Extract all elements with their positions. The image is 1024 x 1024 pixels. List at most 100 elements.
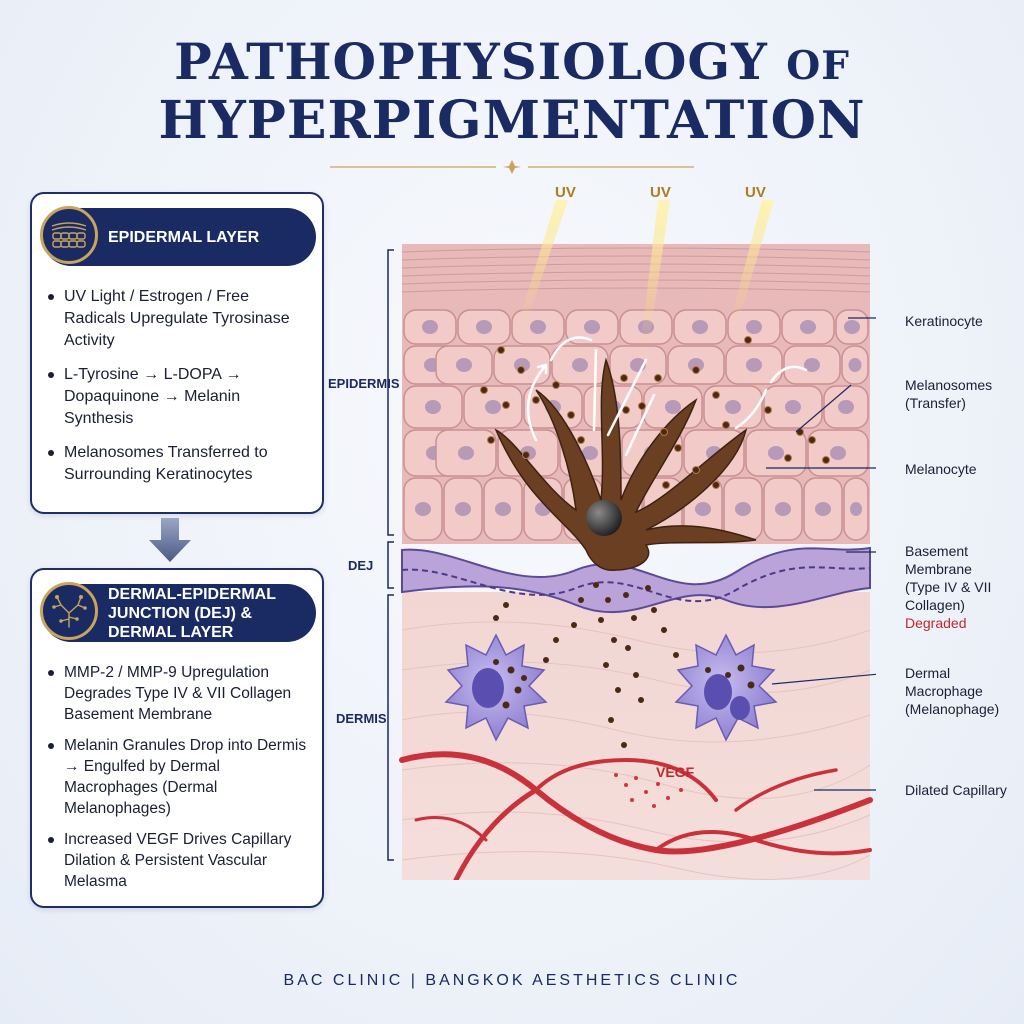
melanosome	[517, 366, 525, 374]
keratinocyte-nucleus	[830, 446, 846, 460]
label-melanosomes-line2: (Transfer)	[905, 395, 966, 411]
label-degraded: Degraded	[905, 615, 967, 631]
dermal-network-icon	[40, 582, 98, 640]
melanosome	[654, 374, 662, 382]
epidermal-bullet-3: Melanosomes Transferred to Surrounding K…	[46, 442, 310, 486]
keratinocyte-nucleus	[725, 400, 741, 414]
epidermal-bullet-2: L-Tyrosine → L-DOPA → Dopaquinone → Mela…	[46, 364, 310, 430]
keratinocyte-nucleus	[850, 502, 862, 516]
keratinocyte-nucleus	[848, 358, 862, 372]
down-arrow-icon	[149, 518, 191, 562]
uv-rays	[516, 200, 774, 350]
dermal-panel-heading: DERMAL-EPIDERMAL JUNCTION (DEJ) & DERMAL…	[108, 585, 276, 641]
label-melanocyte: Melanocyte	[905, 461, 977, 477]
dermis-bracket	[387, 594, 394, 861]
vegf-particles	[614, 773, 683, 808]
epidermis-bracket	[387, 249, 394, 536]
keratinocyte-nucleus	[415, 502, 431, 516]
dropping-melanin-granules	[493, 582, 679, 748]
keratinocyte-nucleus	[785, 400, 801, 414]
keratinocyte-nucleus	[692, 320, 708, 334]
melanosome	[497, 346, 505, 354]
label-vegf: VEGF	[656, 764, 695, 780]
melanosome-granules	[480, 336, 830, 489]
melanosome	[674, 444, 682, 452]
page-title-line1: PATHOPHYSIOLOGY OF	[0, 32, 1024, 91]
keratinocyte-nucleus	[735, 502, 751, 516]
title-divider	[330, 160, 694, 174]
melanosome	[822, 456, 830, 464]
melanosome	[567, 411, 575, 419]
keratinocyte-nucleus	[582, 446, 598, 460]
melanosome	[712, 481, 720, 489]
title-main: PATHOPHYSIOLOGY	[174, 32, 768, 91]
epidermal-bullet-1: UV Light / Estrogen / Free Radicals Upre…	[46, 286, 310, 352]
layer-label-epidermis: EPIDERMIS	[328, 376, 400, 391]
dej-bracket	[387, 541, 394, 589]
keratinocyte-nucleus	[695, 502, 711, 516]
label-melanosomes: Melanosomes (Transfer)	[905, 376, 992, 412]
page-title-line2: HYPERPIGMENTATION	[158, 90, 866, 151]
keratinocyte-nucleus	[665, 400, 681, 414]
keratinocyte-nucleus	[495, 502, 511, 516]
keratinocyte-nucleus	[456, 358, 472, 372]
keratinocyte-nucleus	[844, 320, 860, 334]
melanosome	[722, 421, 730, 429]
label-basement-line2: Membrane	[905, 561, 972, 577]
dilated-capillaries	[399, 751, 873, 880]
dermal-bullet-2: Melanin Granules Drop into Dermis → Engu…	[46, 735, 310, 819]
label-leader-lines	[766, 317, 876, 791]
label-basement-line3: (Type IV & VII	[905, 579, 992, 595]
melanosome	[808, 436, 816, 444]
keratinocyte-nucleus	[584, 320, 600, 334]
melanosome	[620, 374, 628, 382]
layer-label-dej: DEJ	[348, 558, 374, 573]
melanosome	[502, 401, 510, 409]
footer-clinic-name: BAC CLINIC | BANGKOK AESTHETICS CLINIC	[283, 972, 741, 989]
skin-cross-section	[399, 200, 876, 880]
label-keratinocyte: Keratinocyte	[905, 313, 983, 329]
label-macrophage: Dermal Macrophage (Melanophage)	[905, 664, 999, 718]
melanosome	[662, 481, 670, 489]
melanosome	[796, 428, 804, 436]
keratinocyte-nucleus	[768, 446, 784, 460]
dermal-panel-header: DERMAL-EPIDERMAL JUNCTION (DEJ) & DERMAL…	[40, 582, 316, 642]
keratinocyte-nucleus	[815, 502, 831, 516]
layer-label-dermis: DERMIS	[336, 711, 387, 726]
melanocyte-nucleus	[586, 500, 622, 536]
melanosome	[638, 402, 646, 410]
sparkle-icon	[503, 160, 521, 174]
keratinocyte-nucleus	[422, 320, 438, 334]
keratinocyte-nucleus	[746, 358, 762, 372]
keratinocyte-nucleus	[688, 358, 704, 372]
label-basement-line4: Collagen)	[905, 597, 965, 613]
layer-brackets	[387, 249, 394, 861]
melanosome	[532, 396, 540, 404]
basement-membrane	[401, 546, 871, 614]
melanosome	[692, 466, 700, 474]
keratinocyte-nucleus	[838, 400, 854, 414]
keratinocyte-nucleus	[455, 502, 471, 516]
melanosome	[577, 436, 585, 444]
dermal-bullet-3: Increased VEGF Drives Capillary Dilation…	[46, 829, 310, 892]
melanosome	[784, 454, 792, 462]
melanosome	[712, 391, 720, 399]
label-dilated-capillary: Dilated Capillary	[905, 782, 1007, 798]
uv-label-1: UV	[555, 184, 576, 201]
keratinocyte-nucleus	[476, 320, 492, 334]
keratinocyte-nucleus	[458, 446, 474, 460]
melanosome	[660, 428, 668, 436]
keratinocyte-nucleus	[425, 400, 441, 414]
dermal-bullet-1: MMP-2 / MMP-9 Upregulation Degrades Type…	[46, 662, 310, 725]
keratinocyte-nucleus	[804, 358, 820, 372]
label-basement-membrane: Basement Membrane (Type IV & VII Collage…	[905, 542, 991, 632]
keratinocyte-nucleus	[746, 320, 762, 334]
uv-label-2: UV	[650, 184, 671, 201]
melanosome	[764, 406, 772, 414]
melanosome	[487, 436, 495, 444]
melanocyte	[494, 357, 757, 571]
dermal-bullet-list: MMP-2 / MMP-9 Upregulation Degrades Type…	[46, 662, 310, 902]
label-macrophage-line2: Macrophage	[905, 683, 983, 699]
melanosome	[552, 381, 560, 389]
keratinocyte-nucleus	[775, 502, 791, 516]
